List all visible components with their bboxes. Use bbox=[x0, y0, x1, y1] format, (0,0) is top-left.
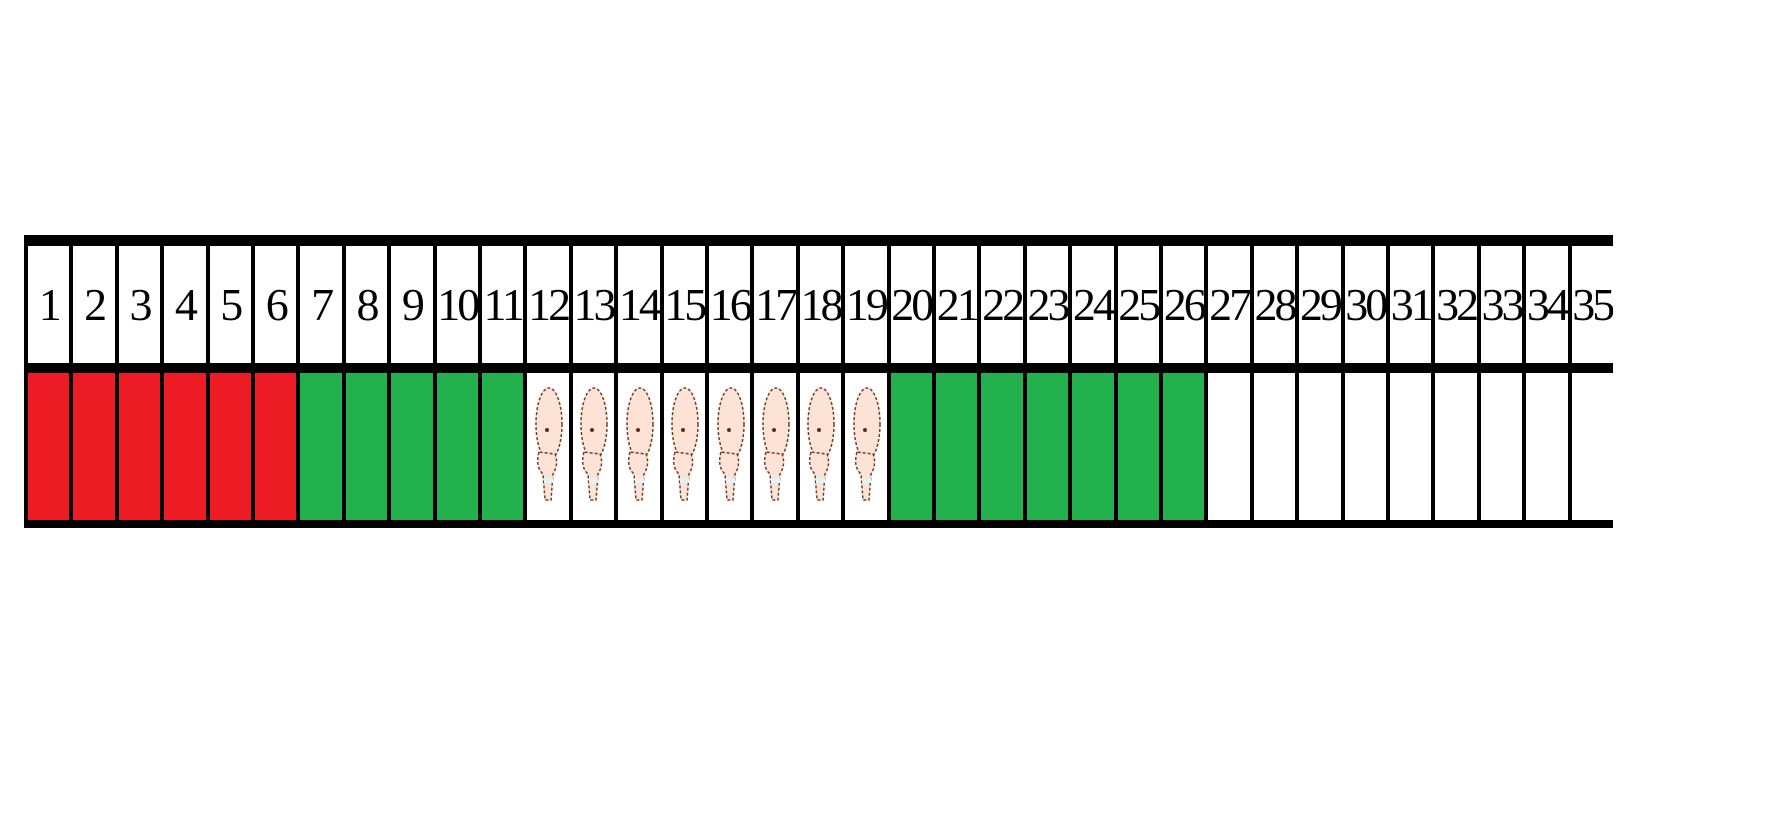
day-status-cell-green bbox=[1163, 373, 1205, 520]
day-status-cell-green bbox=[1026, 373, 1069, 520]
baby-icon bbox=[758, 382, 792, 512]
day-status-cell-red bbox=[28, 373, 70, 520]
day-number-cell: 6 bbox=[255, 246, 297, 363]
day-status-cell-empty bbox=[1435, 373, 1477, 520]
day-status-cell-green bbox=[1117, 373, 1159, 520]
day-number-cell: 4 bbox=[164, 246, 206, 363]
day-status-cell-green bbox=[300, 373, 342, 520]
day-status-cell-baby bbox=[618, 373, 660, 520]
day-number-cell: 12 bbox=[527, 246, 569, 363]
day-number-cell: 8 bbox=[345, 246, 388, 363]
baby-icon bbox=[531, 382, 565, 512]
day-number-cell: 17 bbox=[754, 246, 796, 363]
day-status-cell-baby bbox=[799, 373, 842, 520]
day-status-cell-green bbox=[436, 373, 478, 520]
day-status-cell-baby bbox=[572, 373, 615, 520]
day-status-cell-empty bbox=[1344, 373, 1386, 520]
day-number-cell: 34 bbox=[1526, 246, 1568, 363]
day-number-cell: 31 bbox=[1390, 246, 1432, 363]
day-number-cell: 19 bbox=[845, 246, 887, 363]
day-status-cell-empty bbox=[1253, 373, 1296, 520]
day-number-cell: 3 bbox=[118, 246, 161, 363]
day-number-cell: 10 bbox=[436, 246, 478, 363]
day-status-cell-red bbox=[209, 373, 251, 520]
day-status-cell-green bbox=[936, 373, 978, 520]
day-number-cell: 11 bbox=[482, 246, 524, 363]
day-number-cell: 28 bbox=[1253, 246, 1296, 363]
baby-icon bbox=[803, 382, 837, 512]
day-number-cell: 16 bbox=[709, 246, 751, 363]
day-number-cell: 32 bbox=[1435, 246, 1477, 363]
day-status-cell-green bbox=[890, 373, 932, 520]
day-status-cell-red bbox=[255, 373, 297, 520]
day-number-cell: 24 bbox=[1072, 246, 1114, 363]
day-status-cell-green bbox=[345, 373, 388, 520]
day-status-cell-green bbox=[482, 373, 524, 520]
day-status-cell-red bbox=[73, 373, 115, 520]
day-status-cell-baby bbox=[663, 373, 705, 520]
day-number-cell: 14 bbox=[618, 246, 660, 363]
day-status-cell-green bbox=[1072, 373, 1114, 520]
day-status-cell-empty bbox=[1208, 373, 1250, 520]
day-number-cell: 20 bbox=[890, 246, 932, 363]
day-status-cell-baby bbox=[845, 373, 887, 520]
baby-icon bbox=[622, 382, 656, 512]
day-number-cell: 5 bbox=[209, 246, 251, 363]
day-number-cell: 7 bbox=[300, 246, 342, 363]
day-status-cell-green bbox=[981, 373, 1023, 520]
day-status-cell-baby bbox=[754, 373, 796, 520]
day-number-cell: 13 bbox=[572, 246, 615, 363]
day-number-cell: 22 bbox=[981, 246, 1023, 363]
day-number-cell: 9 bbox=[391, 246, 433, 363]
day-number-cell: 1 bbox=[28, 246, 70, 363]
baby-icon bbox=[713, 382, 747, 512]
day-number-cell: 30 bbox=[1344, 246, 1386, 363]
day-number-cell: 21 bbox=[936, 246, 978, 363]
day-number-cell: 25 bbox=[1117, 246, 1159, 363]
baby-icon bbox=[576, 382, 610, 512]
day-number-cell: 26 bbox=[1163, 246, 1205, 363]
day-status-cell-empty bbox=[1480, 373, 1523, 520]
baby-icon bbox=[849, 382, 883, 512]
day-number-cell: 15 bbox=[663, 246, 705, 363]
day-number-cell: 2 bbox=[73, 246, 115, 363]
day-status-cell-empty bbox=[1526, 373, 1568, 520]
day-number-cell: 23 bbox=[1026, 246, 1069, 363]
day-status-cell-empty bbox=[1299, 373, 1341, 520]
baby-icon bbox=[667, 382, 701, 512]
day-number-cell: 35 bbox=[1571, 246, 1613, 363]
day-number-cell: 29 bbox=[1299, 246, 1341, 363]
day-number-cell: 27 bbox=[1208, 246, 1250, 363]
day-status-cell-red bbox=[164, 373, 206, 520]
day-status-cell-baby bbox=[527, 373, 569, 520]
day-status-cell-baby bbox=[709, 373, 751, 520]
day-status-cell-empty bbox=[1390, 373, 1432, 520]
day-number-cell: 33 bbox=[1480, 246, 1523, 363]
day-status-cell-red bbox=[118, 373, 161, 520]
day-status-cell-empty bbox=[1571, 373, 1613, 520]
day-status-cell-green bbox=[391, 373, 433, 520]
day-number-cell: 18 bbox=[799, 246, 842, 363]
